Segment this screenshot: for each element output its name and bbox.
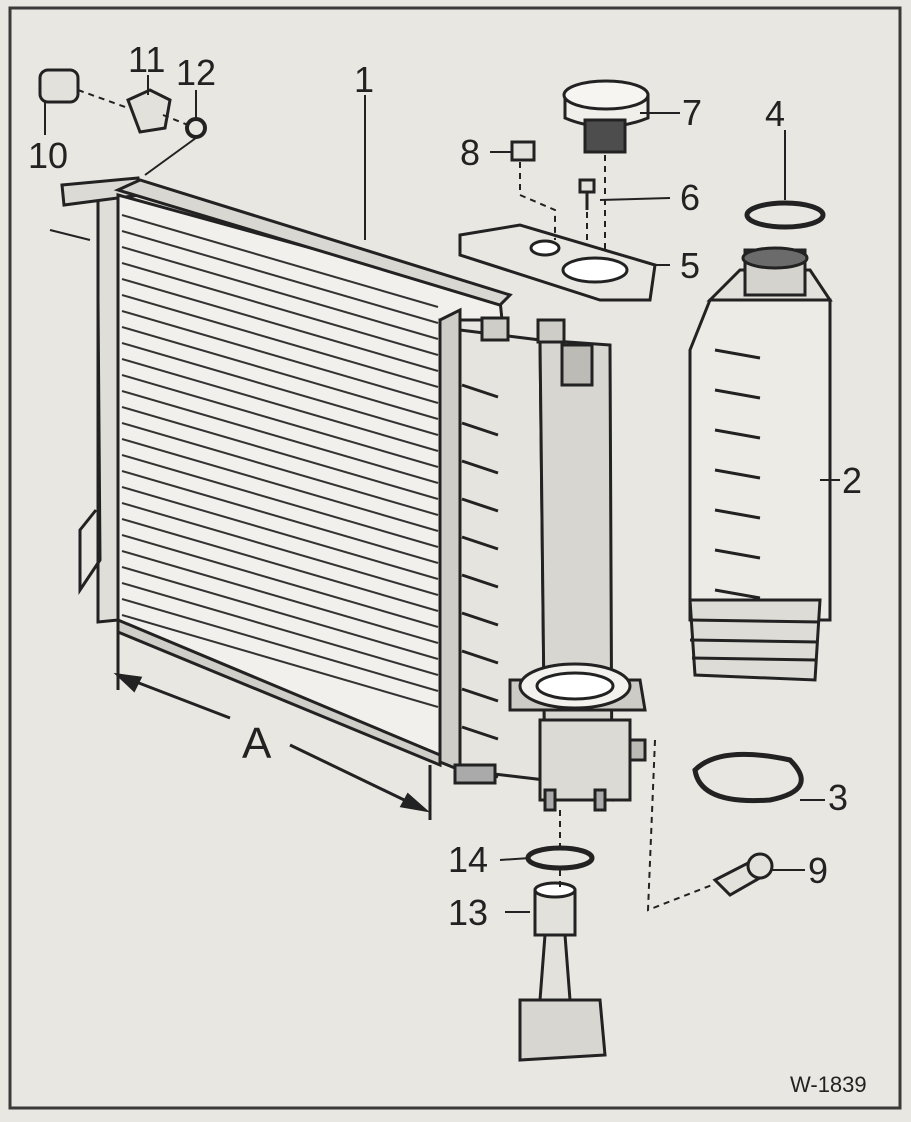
callout-10: 10 xyxy=(28,135,68,176)
tank-fin xyxy=(461,725,499,741)
fin-line xyxy=(121,550,439,644)
fin-line xyxy=(121,310,439,404)
fin-line xyxy=(121,278,439,372)
callout-4: 4 xyxy=(765,93,785,134)
tank-fin xyxy=(461,383,499,399)
small-parts xyxy=(38,68,826,1062)
tank-rib xyxy=(714,468,761,480)
fin-line xyxy=(121,406,439,500)
tank-fin xyxy=(461,535,499,551)
callout-12: 12 xyxy=(176,52,216,93)
fin-line xyxy=(121,358,439,452)
fin-line xyxy=(121,582,439,676)
fin-line xyxy=(121,518,439,612)
callout-3: 3 xyxy=(828,777,848,818)
callout-9: 9 xyxy=(808,850,828,891)
fin-line xyxy=(121,230,439,324)
tank-rib xyxy=(714,428,761,440)
fin-line xyxy=(121,534,439,628)
tank-rib xyxy=(714,348,761,360)
callout-11: 11 xyxy=(128,39,165,80)
expansion-tank-ribs xyxy=(714,348,761,600)
dimension-line-a xyxy=(113,625,432,820)
tank-rib xyxy=(714,548,761,560)
radiator-fins xyxy=(121,214,439,708)
fin-line xyxy=(121,374,439,468)
tank-rib xyxy=(714,388,761,400)
callout-13: 13 xyxy=(448,892,488,933)
callout-14: 14 xyxy=(448,839,488,880)
radiator-core xyxy=(60,176,513,773)
tank-fin xyxy=(461,573,499,589)
fin-line xyxy=(121,454,439,548)
fin-line xyxy=(121,390,439,484)
callout-7: 7 xyxy=(682,92,702,133)
fin-line xyxy=(121,486,439,580)
fin-line xyxy=(121,262,439,356)
callout-5: 5 xyxy=(680,245,700,286)
fin-line xyxy=(121,598,439,692)
figure-border xyxy=(8,6,902,1110)
fin-line xyxy=(121,342,439,436)
fin-line xyxy=(121,214,439,308)
fin-line xyxy=(121,470,439,564)
fin-line xyxy=(121,294,439,388)
outlet-housing xyxy=(453,662,647,812)
fin-line xyxy=(121,502,439,596)
leader-lines xyxy=(44,75,840,913)
tank-fin xyxy=(461,421,499,437)
fin-line xyxy=(121,438,439,532)
side-tank-fins xyxy=(461,383,499,779)
tank-fin xyxy=(461,611,499,627)
fin-line xyxy=(121,566,439,660)
dimension-label: A xyxy=(242,719,272,768)
tank-fin xyxy=(461,459,499,475)
filler-cap xyxy=(562,79,650,154)
tank-fin xyxy=(461,497,499,513)
callout-8: 8 xyxy=(460,132,480,173)
fin-line xyxy=(121,246,439,340)
fin-line xyxy=(121,422,439,516)
tank-fin xyxy=(461,649,499,665)
fin-line xyxy=(121,326,439,420)
expansion-tank xyxy=(688,246,833,682)
callout-1: 1 xyxy=(354,59,374,100)
callout-2: 2 xyxy=(842,460,862,501)
tank-fin xyxy=(461,687,499,703)
tank-rib xyxy=(714,588,761,600)
tank-rib xyxy=(714,508,761,520)
fin-line xyxy=(121,614,439,708)
mounting-bracket xyxy=(458,223,657,302)
figure-id: W-1839 xyxy=(790,1072,867,1097)
callout-6: 6 xyxy=(680,177,700,218)
